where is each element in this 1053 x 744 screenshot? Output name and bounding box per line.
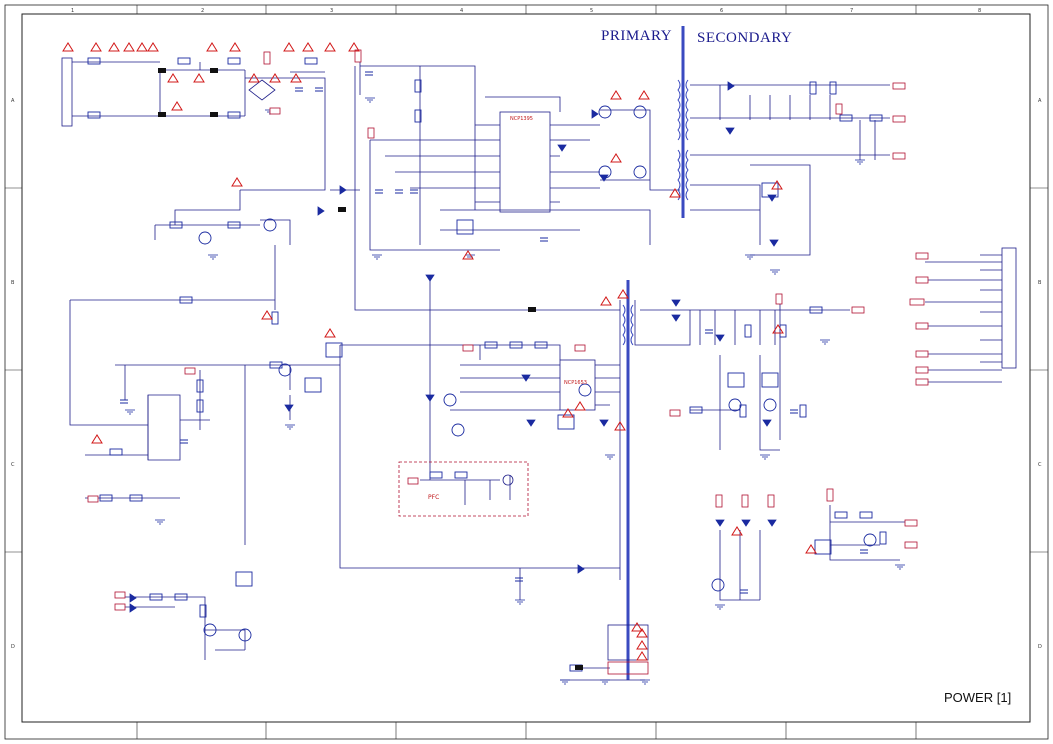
row-letter: C <box>11 462 15 468</box>
diodes <box>129 81 779 613</box>
warning-triangle-icon <box>62 42 74 52</box>
passive-components <box>87 57 887 672</box>
column-number: 3 <box>330 8 334 14</box>
optocoupler-icon <box>325 342 343 358</box>
controller-ic-label: NCP1395 <box>510 116 533 122</box>
pfc-ic-label: NCP1653 <box>564 380 587 386</box>
row-letter: D <box>11 644 15 650</box>
secondary-label: SECONDARY <box>697 30 793 46</box>
ground-symbol-icon <box>365 97 375 103</box>
primary-wiring <box>61 57 680 681</box>
pfc-block-wiring <box>420 474 514 505</box>
column-number: 8 <box>978 8 982 14</box>
column-number: 6 <box>720 8 724 14</box>
column-number: 7 <box>850 8 854 14</box>
optocouplers <box>235 182 832 587</box>
transistor-icon <box>198 231 212 245</box>
transformers <box>622 79 689 346</box>
connector-icon <box>263 51 271 65</box>
ferrite-beads <box>158 68 583 670</box>
row-letter: B <box>11 280 15 286</box>
connectors <box>87 49 929 611</box>
row-letter: C <box>1038 462 1042 468</box>
bottom-fuse-block <box>607 624 649 661</box>
pfc-block-label: PFC <box>428 494 440 501</box>
bottom-connector <box>607 661 649 675</box>
warning-triangles <box>62 42 817 661</box>
row-letter: B <box>1038 280 1042 286</box>
column-number: 2 <box>201 8 205 14</box>
column-number: 1 <box>71 8 75 14</box>
page-title: POWER [1] <box>944 690 1012 705</box>
transistors <box>198 105 877 642</box>
primary-label: PRIMARY <box>601 28 673 44</box>
column-ticks <box>5 5 1048 739</box>
column-number: 5 <box>590 8 594 14</box>
outer-frame <box>4 4 1049 740</box>
secondary-wiring <box>634 84 1017 601</box>
row-letter: A <box>11 98 15 104</box>
row-letter: A <box>1038 98 1042 104</box>
column-number: 4 <box>460 8 464 14</box>
row-letter: D <box>1038 644 1042 650</box>
pfc-block-outline <box>398 461 529 517</box>
diode-icon <box>339 185 347 195</box>
